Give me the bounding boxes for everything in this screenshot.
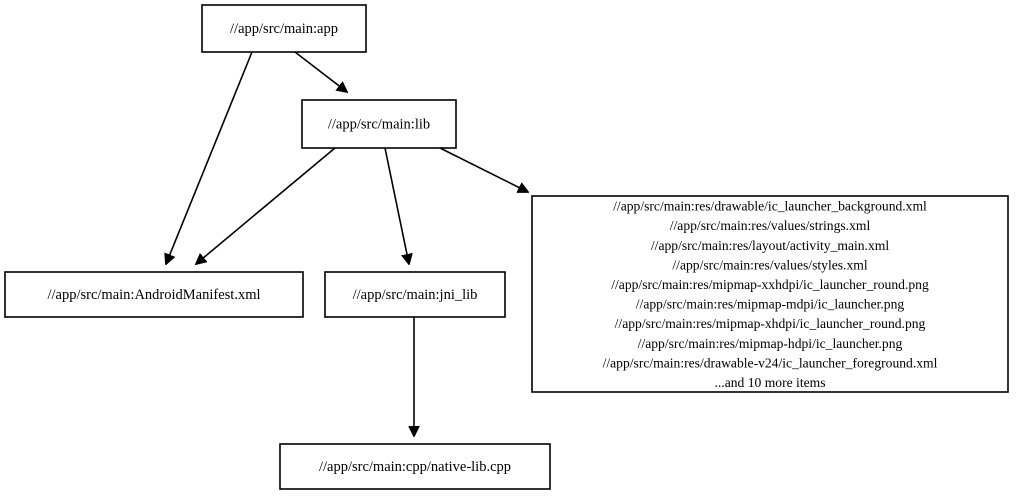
- graph-node-jni_lib[interactable]: //app/src/main:jni_lib: [324, 271, 506, 318]
- graph-node-manifest[interactable]: //app/src/main:AndroidManifest.xml: [4, 271, 304, 318]
- edges-layer: [166, 51, 528, 436]
- graph-node-app[interactable]: //app/src/main:app: [201, 4, 367, 53]
- node-label-native_lib: //app/src/main:cpp/native-lib.cpp: [319, 459, 511, 475]
- node-border-lib: [301, 99, 457, 149]
- nodes-layer: //app/src/main:app //app/src/main:lib //ap…: [4, 4, 1009, 490]
- node-label-line-3: //app/src/main:res/values/styles.xml: [672, 257, 867, 272]
- node-label-line-2: //app/src/main:res/layout/activity_main.…: [651, 238, 889, 253]
- graph-node-resources[interactable]: //app/src/main:res/drawable/ic_launcher_…: [531, 195, 1009, 393]
- node-label-lib: //app/src/main:lib: [328, 116, 430, 132]
- node-label-line-5: //app/src/main:res/mipmap-mdpi/ic_launch…: [636, 297, 905, 312]
- node-label-line-0: //app/src/main:res/drawable/ic_launcher_…: [613, 199, 927, 214]
- graph-edge-app-to-lib: [294, 51, 347, 92]
- node-border-resources: [531, 195, 1009, 393]
- node-label-jni_lib: //app/src/main:jni_lib: [353, 287, 478, 303]
- node-label-app: //app/src/main:app: [230, 21, 338, 37]
- graph-node-native_lib[interactable]: //app/src/main:cpp/native-lib.cpp: [279, 443, 551, 490]
- graph-edge-app-to-manifest: [166, 51, 253, 264]
- node-label-line-4: //app/src/main:res/mipmap-xxhdpi/ic_laun…: [611, 277, 929, 292]
- node-label-line-6: //app/src/main:res/mipmap-xhdpi/ic_launc…: [615, 316, 926, 331]
- node-border-app: [201, 4, 367, 53]
- node-border-manifest: [4, 271, 304, 318]
- node-label-manifest: //app/src/main:AndroidManifest.xml: [47, 287, 260, 303]
- graph-edge-lib-to-resources: [439, 147, 528, 192]
- node-label-line-7: //app/src/main:res/mipmap-hdpi/ic_launch…: [638, 336, 903, 351]
- node-border-jni_lib: [324, 271, 506, 318]
- node-label-line-1: //app/src/main:res/values/strings.xml: [670, 218, 871, 233]
- graph-edge-lib-to-jni-lib: [384, 147, 409, 264]
- node-label-line-9: ...and 10 more items: [715, 375, 826, 390]
- graph-node-lib[interactable]: //app/src/main:lib: [301, 99, 457, 149]
- graph-edge-lib-to-manifest: [196, 147, 336, 264]
- node-label-line-8: //app/src/main:res/drawable-v24/ic_launc…: [603, 355, 938, 370]
- node-border-native_lib: [279, 443, 551, 490]
